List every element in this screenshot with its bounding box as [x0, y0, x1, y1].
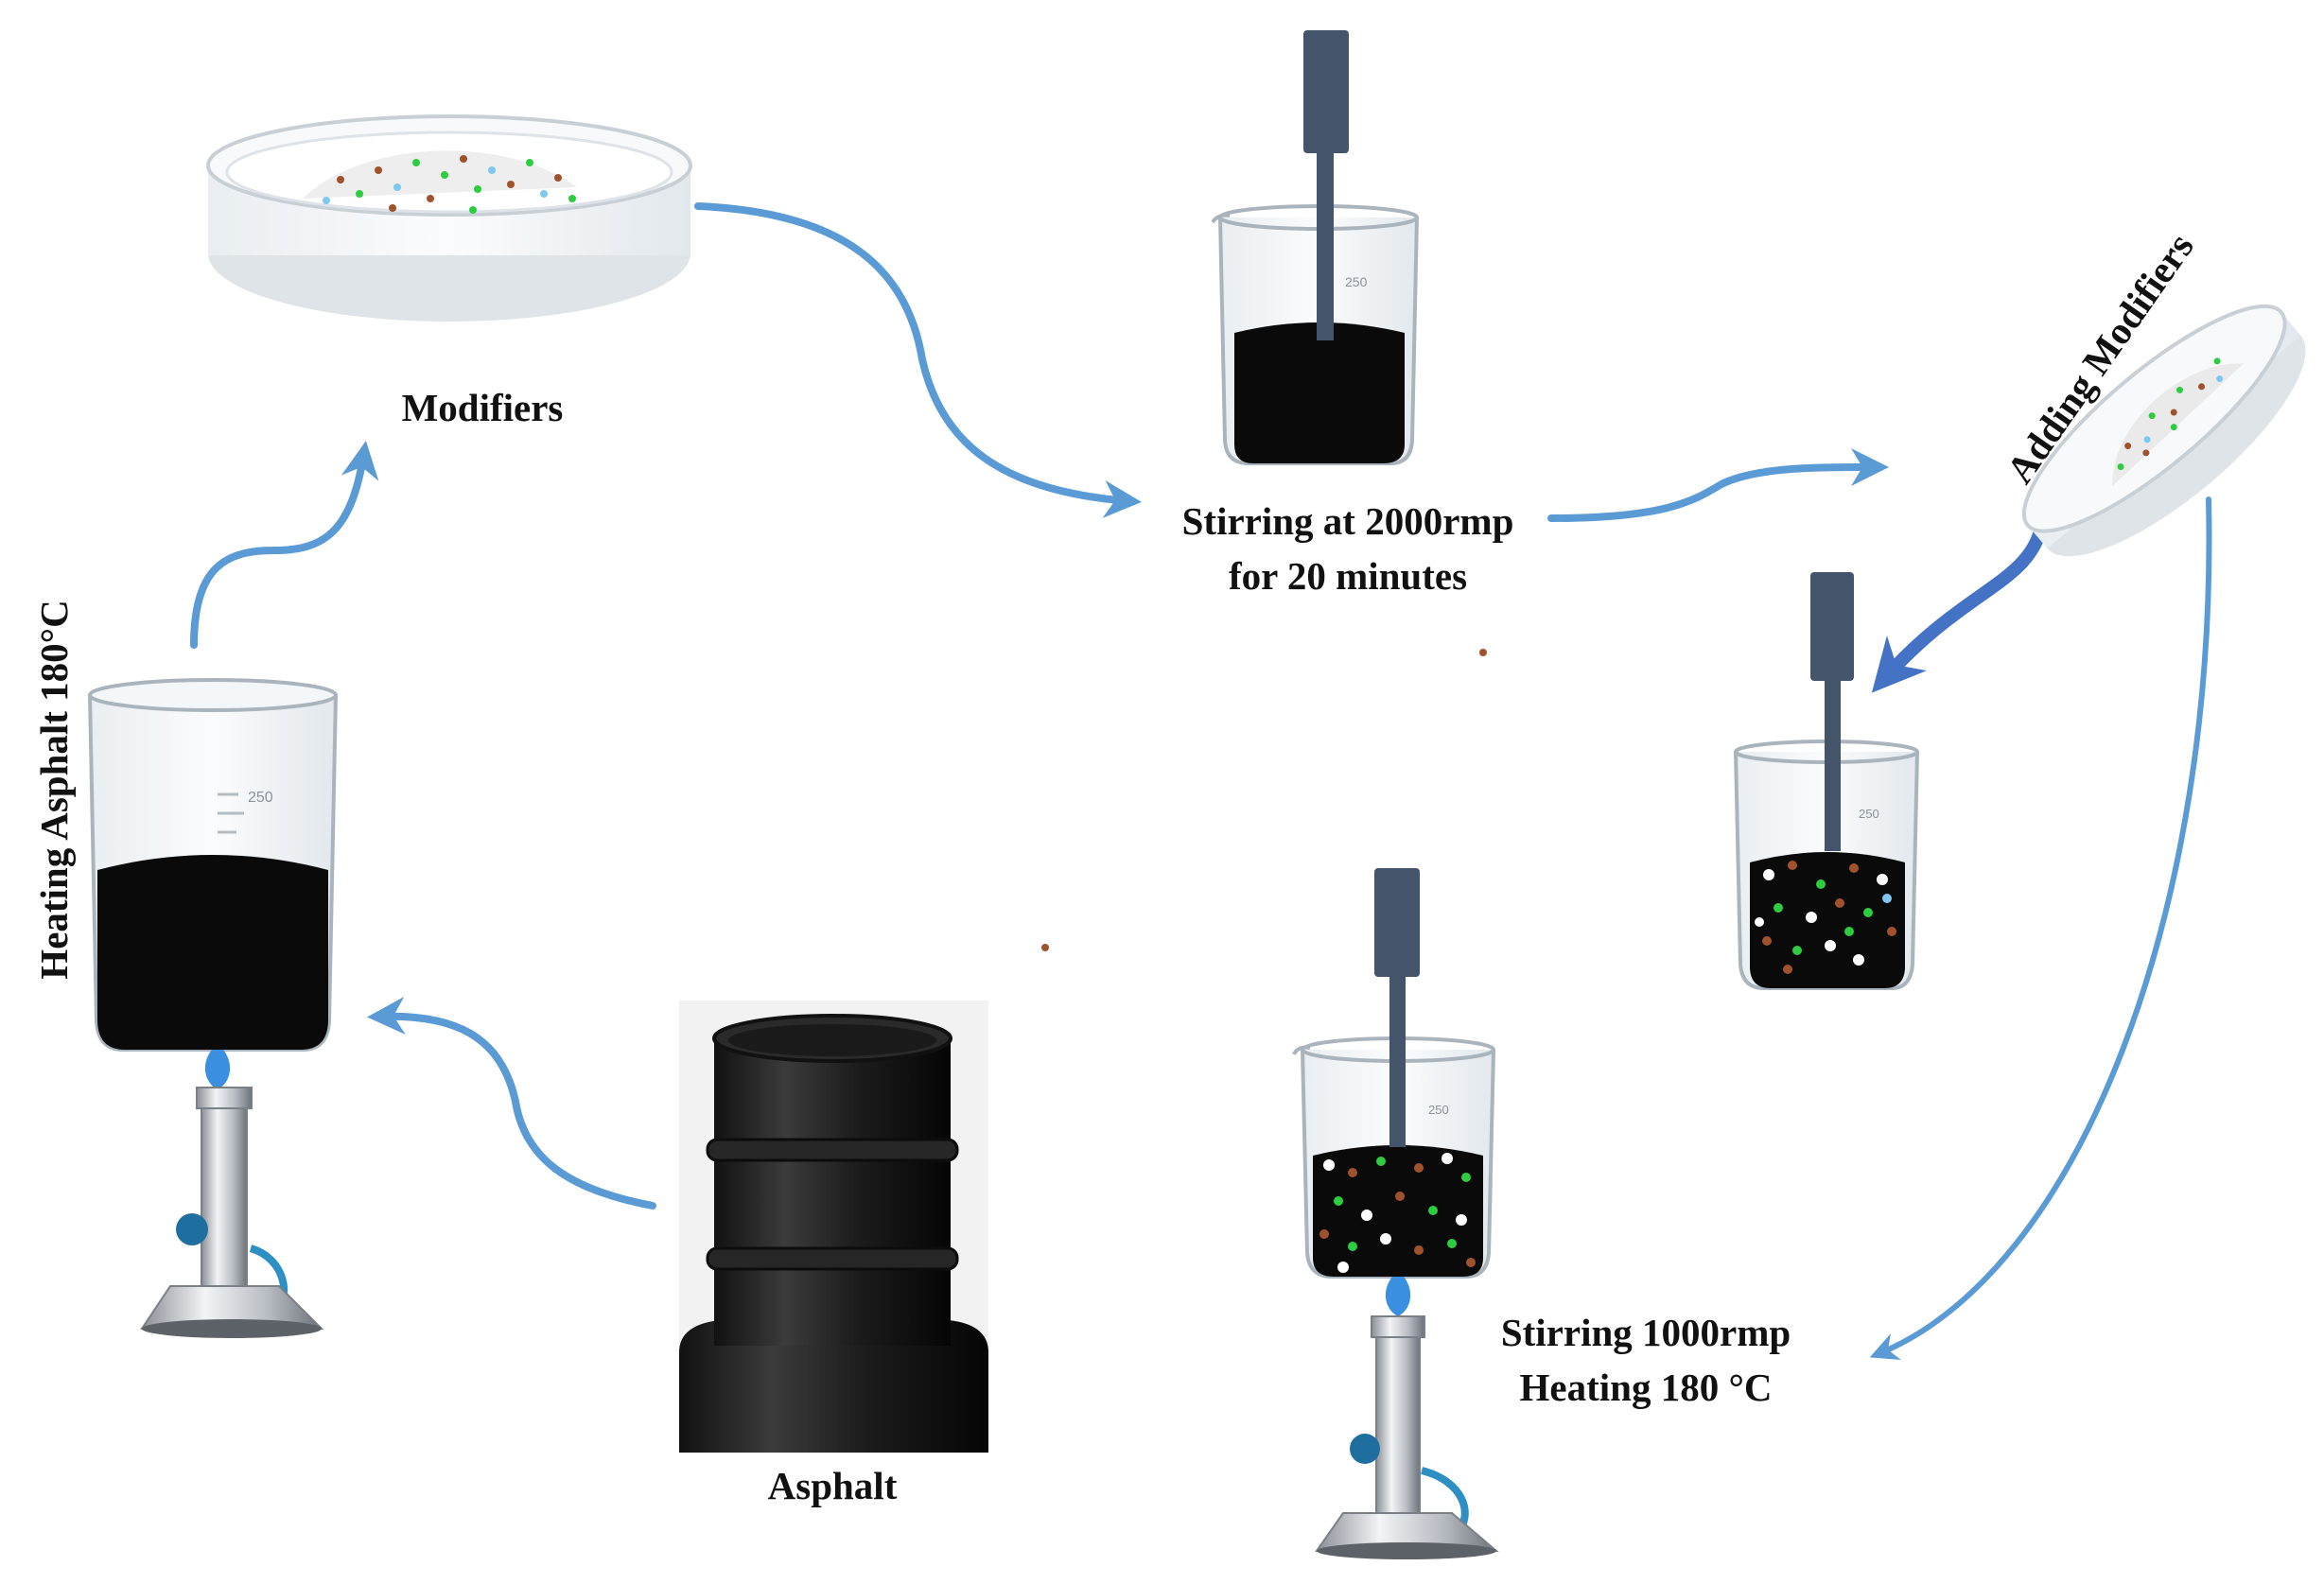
- petri-dish-modifiers: [206, 114, 692, 322]
- gas-valve-icon: [176, 1213, 208, 1245]
- speck: [1479, 649, 1487, 656]
- burner-center: [1315, 1277, 1499, 1559]
- label-asphalt: Asphalt: [767, 1464, 898, 1507]
- beaker-with-modifiers: 250: [1734, 572, 1919, 990]
- label-heating-asphalt: Heating Asphalt 180°C: [32, 600, 76, 980]
- flame-icon: [1385, 1277, 1411, 1316]
- label-stirring-1000-line2: Heating 180 °C: [1519, 1366, 1773, 1409]
- burner-left: [140, 1050, 324, 1338]
- beaker-stirring-2000: 250: [1211, 30, 1419, 465]
- petri-dish-tilted: [2021, 304, 2306, 557]
- label-stirring-1000: Stirring 1000rmp Heating 180 °C: [1419, 1305, 1873, 1415]
- speck: [1041, 944, 1049, 951]
- arrow-modifiers-to-stirring: [694, 202, 1142, 518]
- label-modifiers: Modifiers: [401, 386, 564, 429]
- mixed-particles: [1319, 1153, 1476, 1273]
- tilted-dish-particles: [2117, 357, 2224, 471]
- beaker-mark: 250: [1859, 807, 1879, 821]
- beaker-mark: 250: [1428, 1103, 1449, 1117]
- beaker-mark: 250: [1345, 274, 1368, 289]
- modifier-particles: [323, 155, 576, 214]
- stirrer-shaft: [1389, 972, 1406, 1147]
- gas-valve-icon: [1350, 1434, 1380, 1464]
- stirrer-shaft: [1825, 676, 1841, 851]
- arrow-barrel-to-heating: [367, 996, 656, 1210]
- label-stirring-2000-line2: for 20 minutes: [1228, 554, 1468, 598]
- arrow-heating-to-modifiers: [190, 441, 379, 649]
- label-stirring-2000-line1: Stirring at 2000rmp: [1181, 499, 1514, 543]
- arrow-stirring-to-adding: [1547, 447, 1889, 522]
- beaker-heating: 250: [88, 678, 338, 1052]
- stirrer-shaft: [1317, 147, 1334, 340]
- arrow-adding-to-final: [1869, 496, 2212, 1360]
- beaker-final: 250: [1292, 868, 1495, 1279]
- stirrer-motor: [1374, 868, 1420, 977]
- mixed-particles: [1755, 861, 1896, 974]
- label-stirring-1000-line1: Stirring 1000rmp: [1500, 1311, 1791, 1354]
- flame-icon: [204, 1050, 231, 1089]
- beaker-mark: 250: [248, 790, 273, 806]
- arrow-dish-to-beaker: [1871, 512, 2050, 693]
- stirrer-motor: [1303, 30, 1349, 153]
- asphalt-barrel: [679, 1001, 988, 1453]
- label-stirring-2000: Stirring at 2000rmp for 20 minutes: [1102, 494, 1594, 603]
- stirrer-motor: [1810, 572, 1854, 681]
